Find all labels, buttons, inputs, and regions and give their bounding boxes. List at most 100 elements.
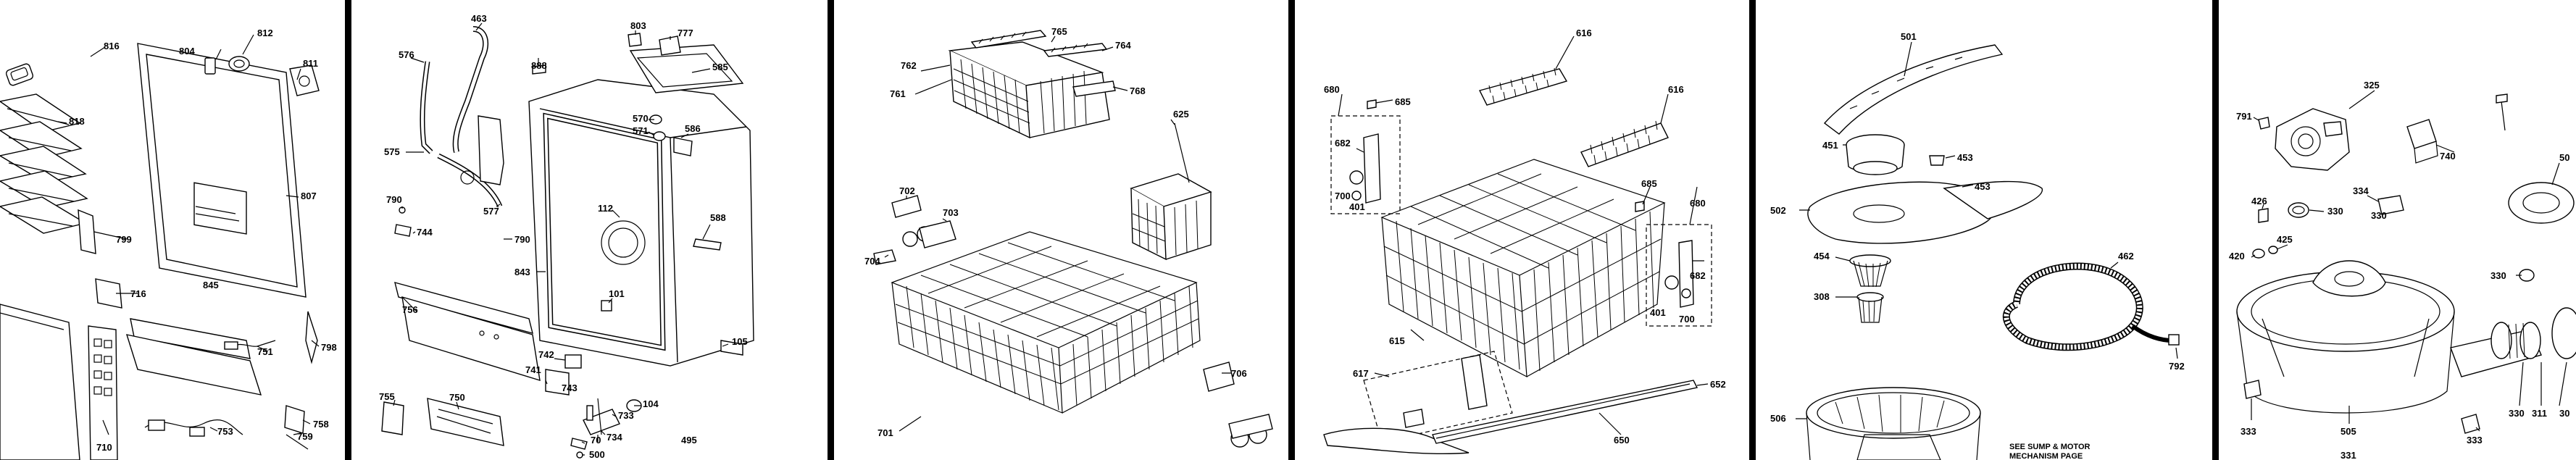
part-label: 330	[2509, 408, 2525, 419]
part-label: 741	[525, 364, 541, 375]
part-label: 50	[2559, 152, 2569, 163]
part-label: 703	[943, 207, 959, 218]
part-label: 710	[96, 442, 112, 453]
part-label: 761	[890, 88, 906, 99]
part-label: 704	[864, 256, 880, 267]
part-label: 790	[386, 194, 402, 205]
part-label: 816	[104, 41, 120, 51]
part-label: 333	[2467, 435, 2483, 446]
part-label: 463	[471, 13, 487, 24]
part-label: 112	[598, 203, 613, 214]
part-label: 70	[591, 435, 601, 446]
panel-divider	[345, 0, 351, 460]
part-label: 576	[399, 49, 414, 60]
control-panel-buttons	[93, 338, 112, 396]
part-label: 333	[2241, 426, 2256, 437]
part-label: 843	[514, 267, 530, 277]
lower-rack-wires	[1383, 173, 1662, 372]
part-label: 807	[301, 191, 317, 201]
part-label: 571	[633, 125, 649, 136]
see-sump-note: SEE SUMP & MOTOR	[2009, 443, 2091, 451]
part-label: 700	[1679, 314, 1695, 325]
panel-door-assembly: 816 804 812 811 818 807 799 716 845 751 …	[0, 0, 345, 460]
part-label: 325	[2364, 80, 2380, 91]
part-label: 716	[130, 288, 146, 299]
part-label: 401	[1650, 307, 1666, 318]
part-label: 577	[483, 206, 499, 217]
part-label: 308	[1814, 291, 1830, 302]
part-label: 744	[417, 227, 433, 238]
part-label: 401	[1349, 201, 1365, 212]
part-label: 331	[2341, 450, 2356, 460]
part-label: 615	[1389, 335, 1405, 346]
part-label: 742	[538, 349, 554, 360]
part-label: 759	[297, 431, 313, 442]
part-label: 330	[2327, 206, 2343, 217]
part-label: 799	[116, 234, 132, 245]
panel-lower-rack: 616 680 685 616 682 700 401 685 680 615 …	[1295, 0, 1749, 460]
part-label: 758	[313, 419, 329, 430]
part-label: 700	[1335, 191, 1351, 201]
part-label: 756	[402, 304, 418, 315]
part-label: 502	[1770, 205, 1786, 216]
part-label: 845	[203, 280, 219, 290]
part-label: 101	[609, 288, 625, 299]
part-label: 803	[630, 20, 646, 31]
part-label: 585	[712, 62, 728, 72]
part-label: 451	[1822, 140, 1838, 151]
part-label: 768	[1130, 85, 1146, 96]
part-label: 105	[732, 336, 748, 347]
part-label: 425	[2277, 234, 2293, 245]
part-label: 453	[1957, 152, 1973, 163]
part-label: 701	[878, 427, 893, 438]
part-label: 650	[1614, 435, 1630, 446]
part-label: 501	[1901, 31, 1917, 42]
panel-divider	[1288, 0, 1295, 460]
part-label: 575	[384, 146, 400, 157]
part-label: 506	[1770, 413, 1786, 424]
part-label: 818	[69, 116, 85, 127]
rack-wires	[895, 242, 1199, 411]
part-label: 888	[531, 60, 547, 71]
part-label: 812	[257, 28, 273, 38]
part-label: 790	[514, 234, 530, 245]
part-label: 570	[633, 113, 649, 124]
part-label: 330	[2371, 210, 2387, 221]
door-assembly-drawing: 816 804 812 811 818 807 799 716 845 751 …	[0, 28, 337, 460]
panel-divider	[1749, 0, 1756, 460]
lower-rack-drawing: 616 680 685 616 682 700 401 685 680 615 …	[1323, 28, 1726, 455]
part-label: 762	[901, 60, 917, 71]
part-label: 791	[2236, 111, 2252, 122]
part-label: 740	[2440, 151, 2456, 162]
part-label: 454	[1814, 251, 1830, 262]
part-label: 652	[1710, 379, 1726, 390]
sump-pump-drawing: 791 325 740 50 426 330 334 420 425 330 3…	[2229, 80, 2576, 460]
part-label: 682	[1690, 270, 1706, 281]
panel-divider	[828, 0, 834, 460]
basket-grid	[953, 59, 1087, 134]
part-label: 751	[257, 346, 273, 357]
part-label: 500	[589, 449, 605, 460]
panel-tub-assembly: 463 803 777 576 888 585 570 571 586 575 …	[351, 0, 828, 460]
part-label: 588	[710, 212, 726, 223]
part-label: 798	[321, 342, 337, 353]
part-label: 753	[217, 426, 233, 437]
part-label: 311	[2532, 408, 2547, 419]
part-label: 682	[1335, 138, 1351, 149]
tub-assembly-drawing: 463 803 777 576 888 585 570 571 586 575 …	[379, 13, 754, 460]
part-label: 765	[1051, 26, 1067, 37]
upper-rack-drawing: 765 762 764 761 768 625 702 703 704 706 …	[864, 26, 1273, 448]
part-label: 462	[2118, 251, 2134, 262]
part-label: 616	[1668, 84, 1684, 95]
part-label: 617	[1353, 368, 1369, 379]
part-label: 586	[685, 123, 701, 134]
panel-divider	[2212, 0, 2219, 460]
part-label: 330	[2490, 270, 2506, 281]
panel-upper-rack: 765 762 764 761 768 625 702 703 704 706 …	[834, 0, 1288, 460]
part-label: 764	[1115, 40, 1131, 51]
part-label: 743	[562, 382, 578, 393]
part-label: 777	[678, 28, 693, 38]
part-label: 334	[2353, 185, 2369, 196]
part-label: 811	[303, 58, 318, 69]
